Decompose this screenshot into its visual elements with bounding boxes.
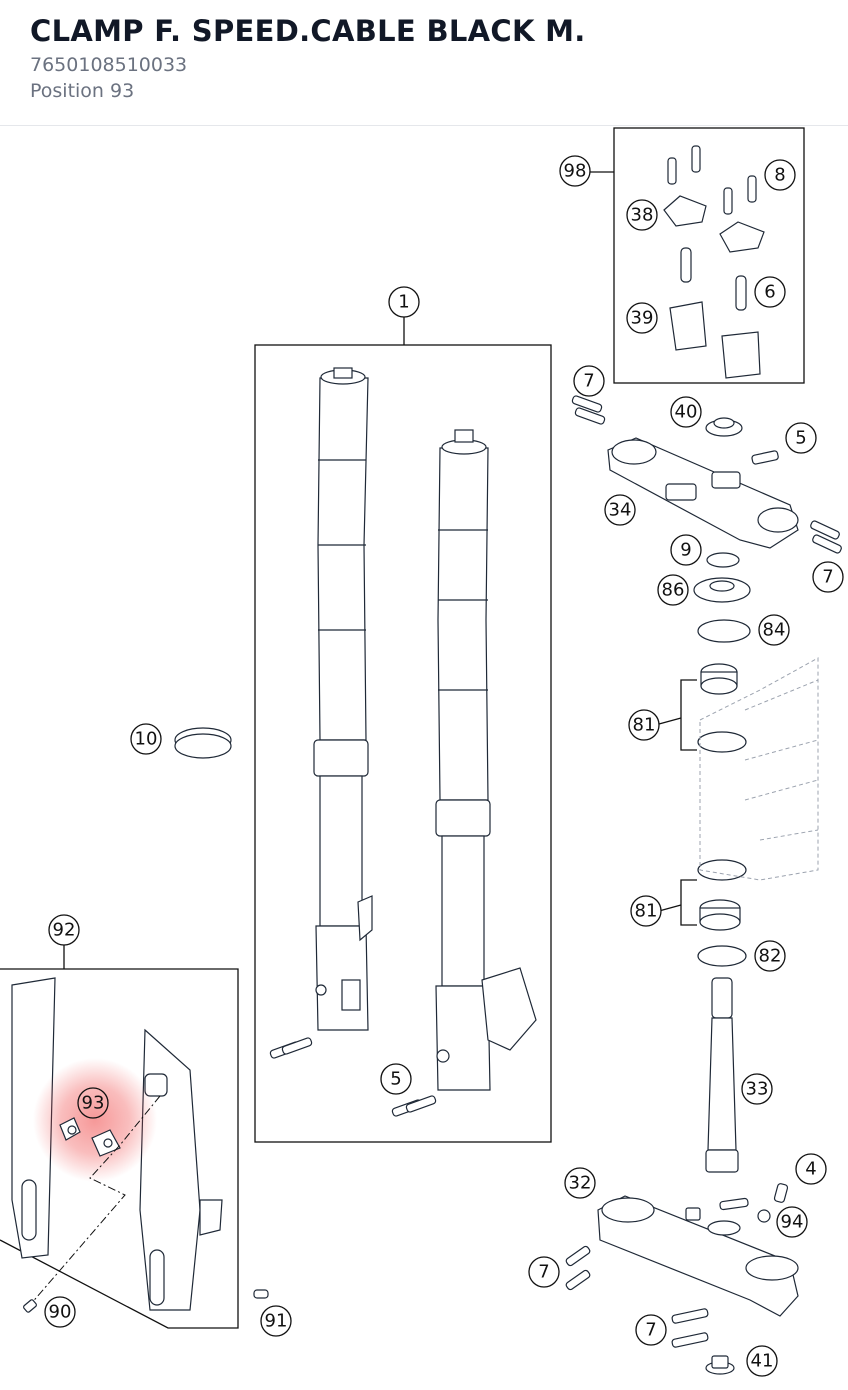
callout-33[interactable]: 33 xyxy=(741,1073,773,1105)
svg-text:34: 34 xyxy=(609,500,632,521)
page-header: CLAMP F. SPEED.CABLE BLACK M. 7650108510… xyxy=(0,0,848,126)
frame-head-outline xyxy=(699,657,819,881)
part-title: CLAMP F. SPEED.CABLE BLACK M. xyxy=(30,14,586,48)
svg-text:7: 7 xyxy=(538,1262,549,1283)
callout-8[interactable]: 8 xyxy=(764,159,796,191)
highlight-glow-93 xyxy=(33,1058,157,1182)
callout-32[interactable]: 32 xyxy=(564,1167,596,1199)
svg-text:7: 7 xyxy=(583,371,594,392)
svg-text:5: 5 xyxy=(795,428,806,449)
svg-text:7: 7 xyxy=(645,1320,656,1341)
callout-9[interactable]: 9 xyxy=(670,534,702,566)
callout-90[interactable]: 90 xyxy=(44,1296,76,1328)
callout-82[interactable]: 82 xyxy=(754,940,786,972)
svg-text:81: 81 xyxy=(633,715,656,736)
svg-text:7: 7 xyxy=(822,567,833,588)
screw-91 xyxy=(253,1289,269,1299)
position-callouts: 98 8 38 6 39 1 7 40 5 34 9 7 86 84 81 10… xyxy=(44,155,844,1377)
callout-38[interactable]: 38 xyxy=(626,199,658,231)
upper-triple-clamp xyxy=(571,395,842,554)
callout-10[interactable]: 10 xyxy=(130,723,162,755)
svg-text:94: 94 xyxy=(781,1212,804,1233)
callout-5-upper[interactable]: 5 xyxy=(785,422,817,454)
callout-7-upper-right[interactable]: 7 xyxy=(812,561,844,593)
steering-bearings xyxy=(693,552,751,967)
callout-40[interactable]: 40 xyxy=(670,396,702,428)
callout-7-upper-left[interactable]: 7 xyxy=(573,365,605,397)
ring-part-10 xyxy=(174,727,232,759)
callout-34[interactable]: 34 xyxy=(604,494,636,526)
callout-86[interactable]: 86 xyxy=(657,574,689,606)
svg-text:5: 5 xyxy=(390,1069,401,1090)
lower-triple-clamp xyxy=(565,1183,799,1375)
fork-guards xyxy=(11,977,223,1311)
svg-text:41: 41 xyxy=(751,1351,774,1372)
svg-text:6: 6 xyxy=(764,282,775,303)
svg-text:92: 92 xyxy=(53,920,76,941)
callout-93[interactable]: 93 xyxy=(77,1087,109,1119)
handlebar-clamp-kit xyxy=(663,145,765,379)
cable-clamp-93 xyxy=(29,1095,161,1306)
callout-6[interactable]: 6 xyxy=(754,276,786,308)
svg-text:9: 9 xyxy=(680,540,691,561)
fork-legs xyxy=(313,367,537,1091)
callout-7-lower-left[interactable]: 7 xyxy=(528,1256,560,1288)
exploded-parts-diagram: 98 8 38 6 39 1 7 40 5 34 9 7 86 84 81 10… xyxy=(0,127,844,1377)
svg-text:32: 32 xyxy=(569,1173,592,1194)
steering-stem-33 xyxy=(705,977,739,1173)
svg-text:8: 8 xyxy=(774,165,785,186)
callout-81-lower[interactable]: 81 xyxy=(630,895,662,927)
svg-text:33: 33 xyxy=(746,1079,769,1100)
callout-81-upper[interactable]: 81 xyxy=(628,709,660,741)
svg-text:98: 98 xyxy=(564,161,587,182)
callout-94[interactable]: 94 xyxy=(776,1206,808,1238)
svg-text:90: 90 xyxy=(49,1302,72,1323)
svg-text:86: 86 xyxy=(662,580,685,601)
svg-text:93: 93 xyxy=(82,1093,105,1114)
svg-text:84: 84 xyxy=(763,620,786,641)
svg-text:40: 40 xyxy=(675,402,698,423)
callout-1[interactable]: 1 xyxy=(388,286,420,318)
callout-84[interactable]: 84 xyxy=(758,614,790,646)
callout-41[interactable]: 41 xyxy=(746,1345,778,1377)
callout-98[interactable]: 98 xyxy=(559,155,591,187)
callout-92[interactable]: 92 xyxy=(48,914,80,946)
callout-7-lower-right[interactable]: 7 xyxy=(635,1314,667,1346)
callout-91[interactable]: 91 xyxy=(260,1305,292,1337)
fork-bolts xyxy=(269,1037,437,1117)
svg-text:38: 38 xyxy=(631,205,654,226)
group-frames xyxy=(0,127,805,1329)
svg-text:1: 1 xyxy=(398,292,409,313)
callout-5-lower[interactable]: 5 xyxy=(380,1063,412,1095)
callout-4[interactable]: 4 xyxy=(795,1153,827,1185)
part-position: Position 93 xyxy=(30,80,135,102)
svg-text:82: 82 xyxy=(759,946,782,967)
svg-text:10: 10 xyxy=(135,729,158,750)
part-number: 7650108510033 xyxy=(30,54,188,76)
svg-text:91: 91 xyxy=(265,1311,288,1332)
svg-text:4: 4 xyxy=(805,1159,816,1180)
svg-text:81: 81 xyxy=(635,901,658,922)
svg-text:39: 39 xyxy=(631,308,654,329)
callout-39[interactable]: 39 xyxy=(626,302,658,334)
screw-90 xyxy=(23,1299,37,1313)
